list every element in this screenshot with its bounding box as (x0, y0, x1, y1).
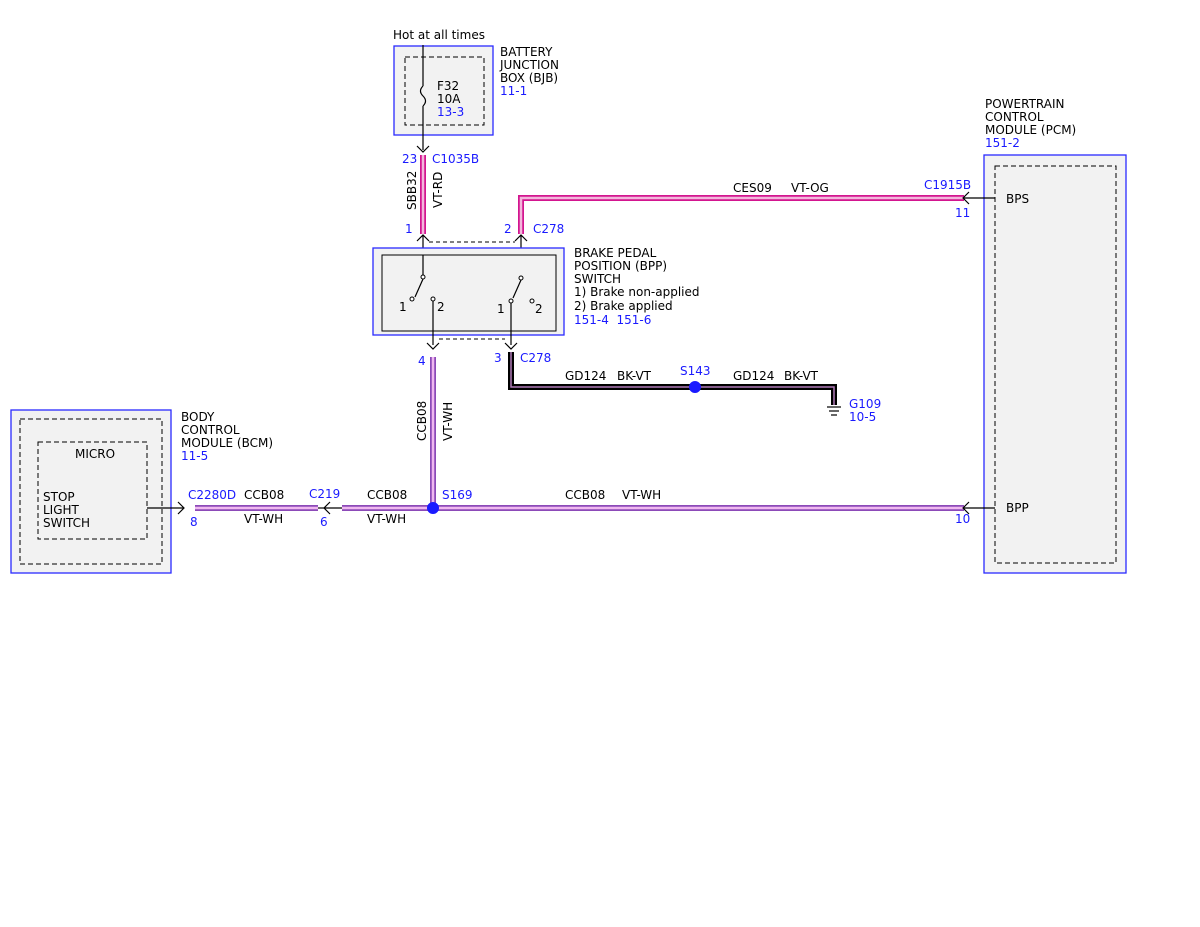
bjb-connector: C1035B (432, 152, 479, 166)
wire-ces09-circuit: CES09 (733, 181, 772, 195)
bpp-note-2: 2) Brake applied (574, 299, 673, 313)
bpp-connector-top: C278 (533, 222, 564, 236)
bpp-refs: 151-4 151-6 (574, 313, 651, 327)
wire-ccb08-right-circuit: CCB08 (565, 488, 605, 502)
wire-ccb08-vertical-circuit: CCB08 (415, 401, 429, 441)
wire-sbb32-color: VT-RD (431, 172, 445, 208)
bjb-ref: 11-1 (500, 84, 527, 98)
wire-ces09-color: VT-OG (791, 181, 829, 195)
hot-label: Hot at all times (393, 28, 485, 42)
pcm-connector-bps: C1915B (924, 178, 971, 192)
bjb-pin: 23 (402, 152, 417, 166)
bjb-name-line-2: JUNCTION (499, 58, 559, 72)
connector-c219-pin: 6 (320, 515, 328, 529)
bpp-connector-bottom: C278 (520, 351, 551, 365)
bjb-name-line-3: BOX (BJB) (500, 71, 558, 85)
bpp-contact-label-3: 1 (497, 302, 505, 316)
pcm-name-line-2: CONTROL (985, 110, 1044, 124)
bpp-pin-top-left: 1 (405, 222, 413, 236)
bcm-ref: 11-5 (181, 449, 208, 463)
splice-s169-dot (427, 502, 439, 514)
bpp-contact-label-2: 2 (437, 300, 445, 314)
bpp-contact-label-1: 1 (399, 300, 407, 314)
splice-s169-label: S169 (442, 488, 473, 502)
pcm-module (962, 154, 1127, 574)
bjb-module (393, 45, 494, 150)
pcm-name-line-1: POWERTRAIN (985, 97, 1065, 111)
wire-gd124 (510, 352, 835, 405)
pcm-pin-bpp-label: BPP (1006, 501, 1029, 515)
bpp-note-1: 1) Brake non-applied (574, 285, 700, 299)
connector-c278-bottom-left (426, 342, 440, 350)
wire-ccb08-left-circuit: CCB08 (244, 488, 284, 502)
bpp-switch-module (372, 247, 565, 345)
bcm-pin: 8 (190, 515, 198, 529)
bcm-func-line-3: SWITCH (43, 516, 90, 530)
wire-sbb32-circuit: SBB32 (405, 171, 419, 210)
gd124-color-2: BK-VT (784, 369, 819, 383)
wire-ces09-outline (518, 195, 964, 234)
bpp-pin-bottom-right: 3 (494, 351, 502, 365)
gd124-color-1: BK-VT (617, 369, 652, 383)
bcm-connector: C2280D (188, 488, 236, 502)
splice-s143-label: S143 (680, 364, 711, 378)
wire-ccb08-mid-color: VT-WH (367, 512, 406, 526)
wire-ces09 (519, 196, 964, 234)
pcm-name-line-3: MODULE (PCM) (985, 123, 1076, 137)
pcm-pin-bpp-num: 10 (955, 512, 970, 526)
bcm-func-line-1: STOP (43, 490, 75, 504)
connector-c278-bottom-right (504, 342, 518, 350)
connector-c219-symbol (323, 501, 342, 515)
ground-g109-label: G109 (849, 397, 881, 411)
bpp-contact-label-4: 2 (535, 302, 543, 316)
bcm-name-line-1: BODY (181, 410, 215, 424)
fuse-name: F32 (437, 79, 459, 93)
ground-g109-symbol (827, 406, 841, 416)
fuse-rating: 10A (437, 92, 461, 106)
bcm-micro: MICRO (75, 447, 115, 461)
pcm-pin-bps-num: 11 (955, 206, 970, 220)
gd124-circuit-1: GD124 (565, 369, 606, 383)
ground-g109-ref: 10-5 (849, 410, 876, 424)
bpp-pin-top-right: 2 (504, 222, 512, 236)
gd124-circuit-2: GD124 (733, 369, 774, 383)
connector-c219-name: C219 (309, 487, 340, 501)
bpp-name-line-2: POSITION (BPP) (574, 259, 667, 273)
wire-ccb08-mid-circuit: CCB08 (367, 488, 407, 502)
bcm-name-line-2: CONTROL (181, 423, 240, 437)
bcm-func-line-2: LIGHT (43, 503, 80, 517)
pcm-ref: 151-2 (985, 136, 1020, 150)
splice-s143-dot (689, 381, 701, 393)
bjb-name-line-1: BATTERY (500, 45, 553, 59)
connector-c1035b-chevron (416, 145, 430, 153)
bcm-module (10, 409, 185, 574)
bpp-name-line-1: BRAKE PEDAL (574, 246, 657, 260)
bcm-name-line-3: MODULE (BCM) (181, 436, 273, 450)
wire-ccb08-right-color: VT-WH (622, 488, 661, 502)
wire-ccb08-left-color: VT-WH (244, 512, 283, 526)
wire-ccb08-vertical-color: VT-WH (441, 402, 455, 441)
bpp-name-line-3: SWITCH (574, 272, 621, 286)
pcm-pin-bps-label: BPS (1006, 192, 1029, 206)
fuse-symbol (419, 45, 427, 150)
fuse-ref: 13-3 (437, 105, 464, 119)
bpp-pin-bottom-left: 4 (418, 354, 426, 368)
